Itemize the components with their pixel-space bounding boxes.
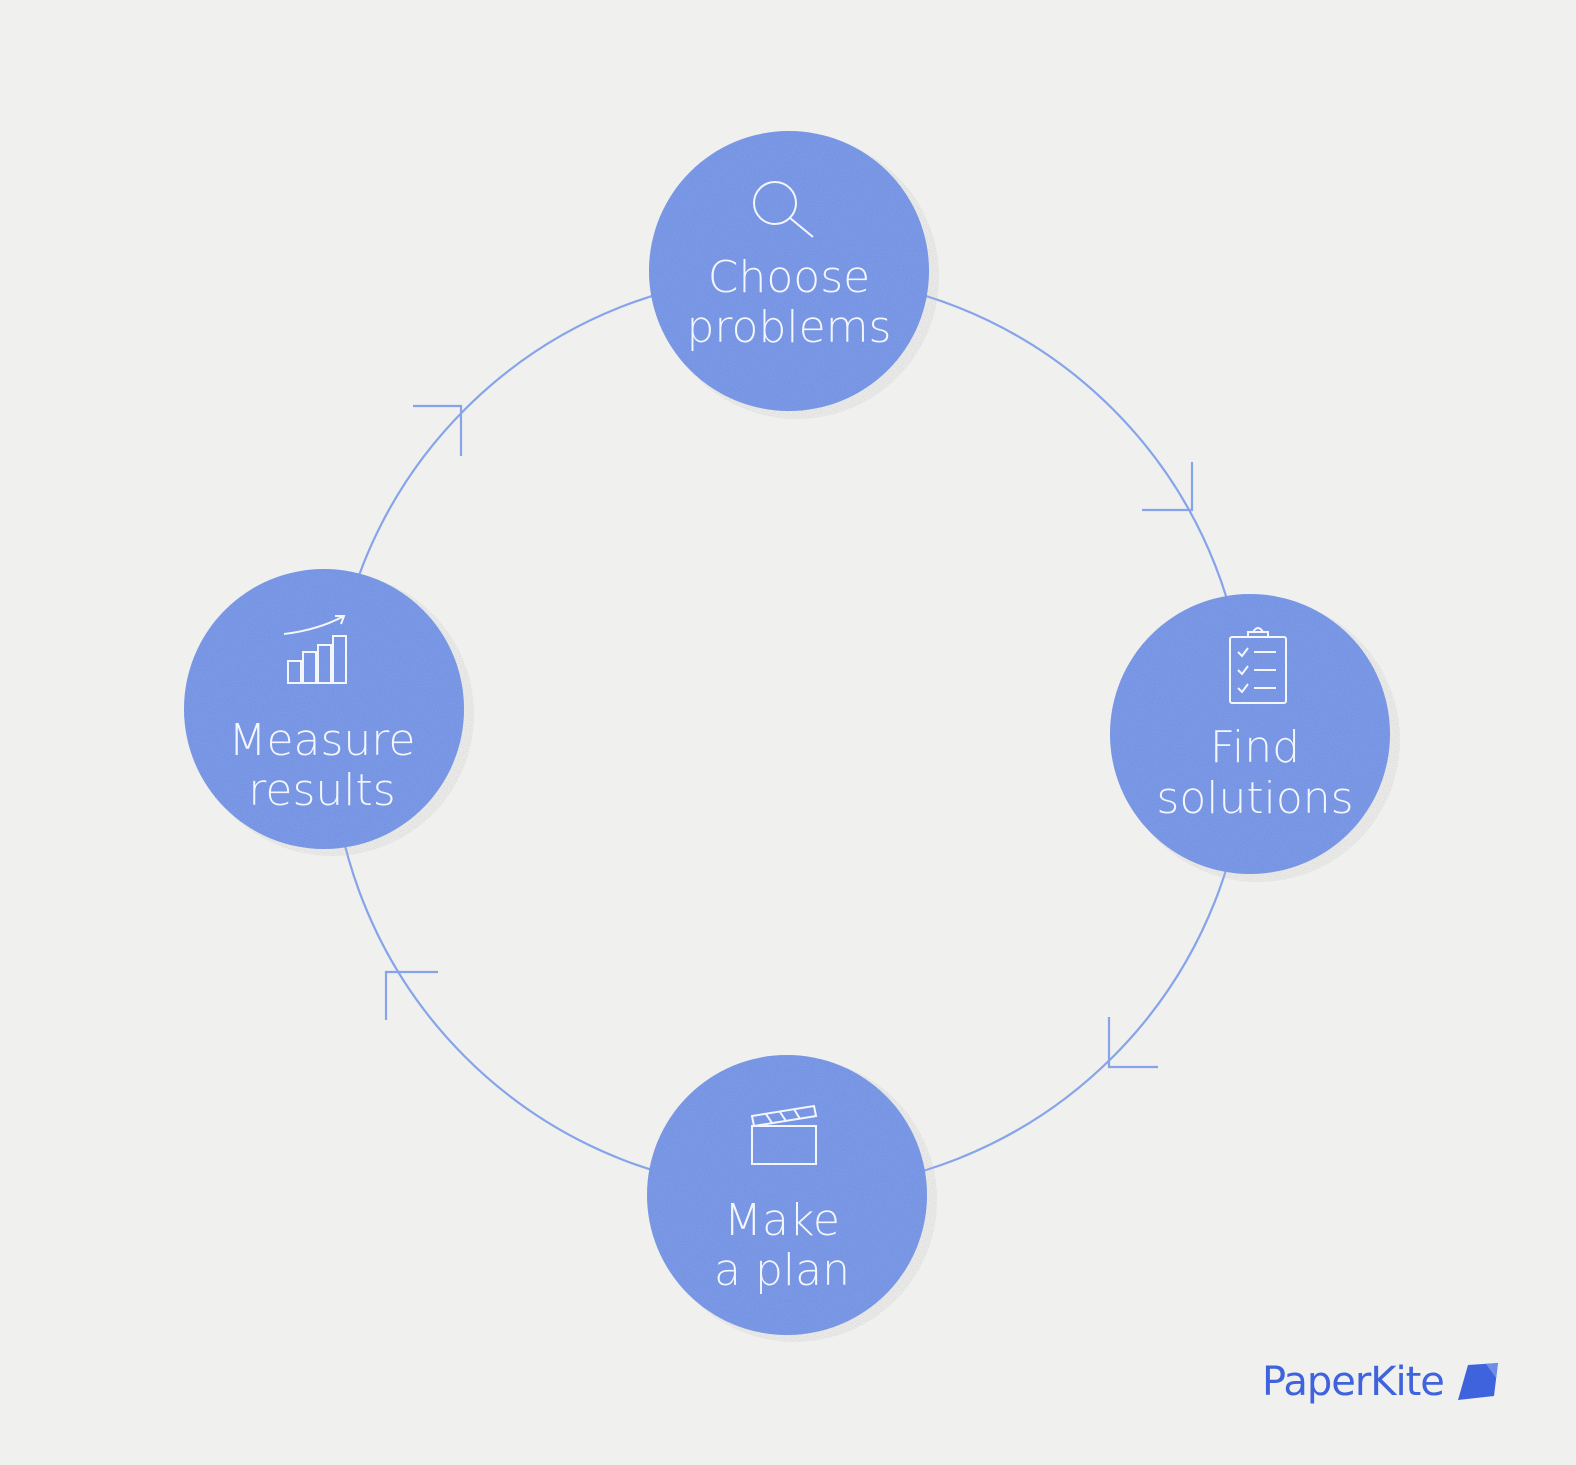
brand-name: PaperKite bbox=[1262, 1359, 1445, 1405]
step-label-line-1: Choose bbox=[708, 252, 870, 303]
paperkite-logo-icon bbox=[1457, 1363, 1498, 1400]
step-label-line-1: Find bbox=[1210, 722, 1300, 773]
step-node-measure-results: Measure results bbox=[184, 569, 474, 856]
step-node-choose-problems: Choose problems bbox=[649, 131, 939, 419]
step-label-line-1: Measure bbox=[229, 715, 416, 766]
clapperboard-icon bbox=[750, 1104, 818, 1165]
arrow-bottom-left-icon bbox=[384, 970, 438, 1020]
brand-mark: PaperKite bbox=[1262, 1352, 1500, 1412]
arrow-top-left-icon bbox=[413, 404, 463, 456]
node-disc bbox=[647, 1055, 927, 1335]
step-node-make-a-plan: Make a plan bbox=[647, 1055, 937, 1342]
growth-chart-icon bbox=[283, 615, 347, 684]
step-label-line-2: problems bbox=[687, 302, 892, 353]
node-disc bbox=[649, 131, 929, 411]
arrow-top-right-icon bbox=[1142, 462, 1194, 512]
step-label-line-2: results bbox=[248, 765, 395, 816]
step-label-line-1: Make bbox=[724, 1195, 840, 1246]
search-icon bbox=[753, 181, 814, 238]
node-disc bbox=[184, 569, 464, 849]
step-node-find-solutions: Find solutions bbox=[1110, 594, 1400, 882]
step-label-line-2: a plan bbox=[714, 1245, 850, 1296]
node-disc bbox=[1110, 594, 1390, 874]
arrow-bottom-right-icon bbox=[1107, 1017, 1158, 1069]
checklist-icon bbox=[1229, 627, 1287, 704]
step-label-line-2: solutions bbox=[1156, 773, 1353, 824]
